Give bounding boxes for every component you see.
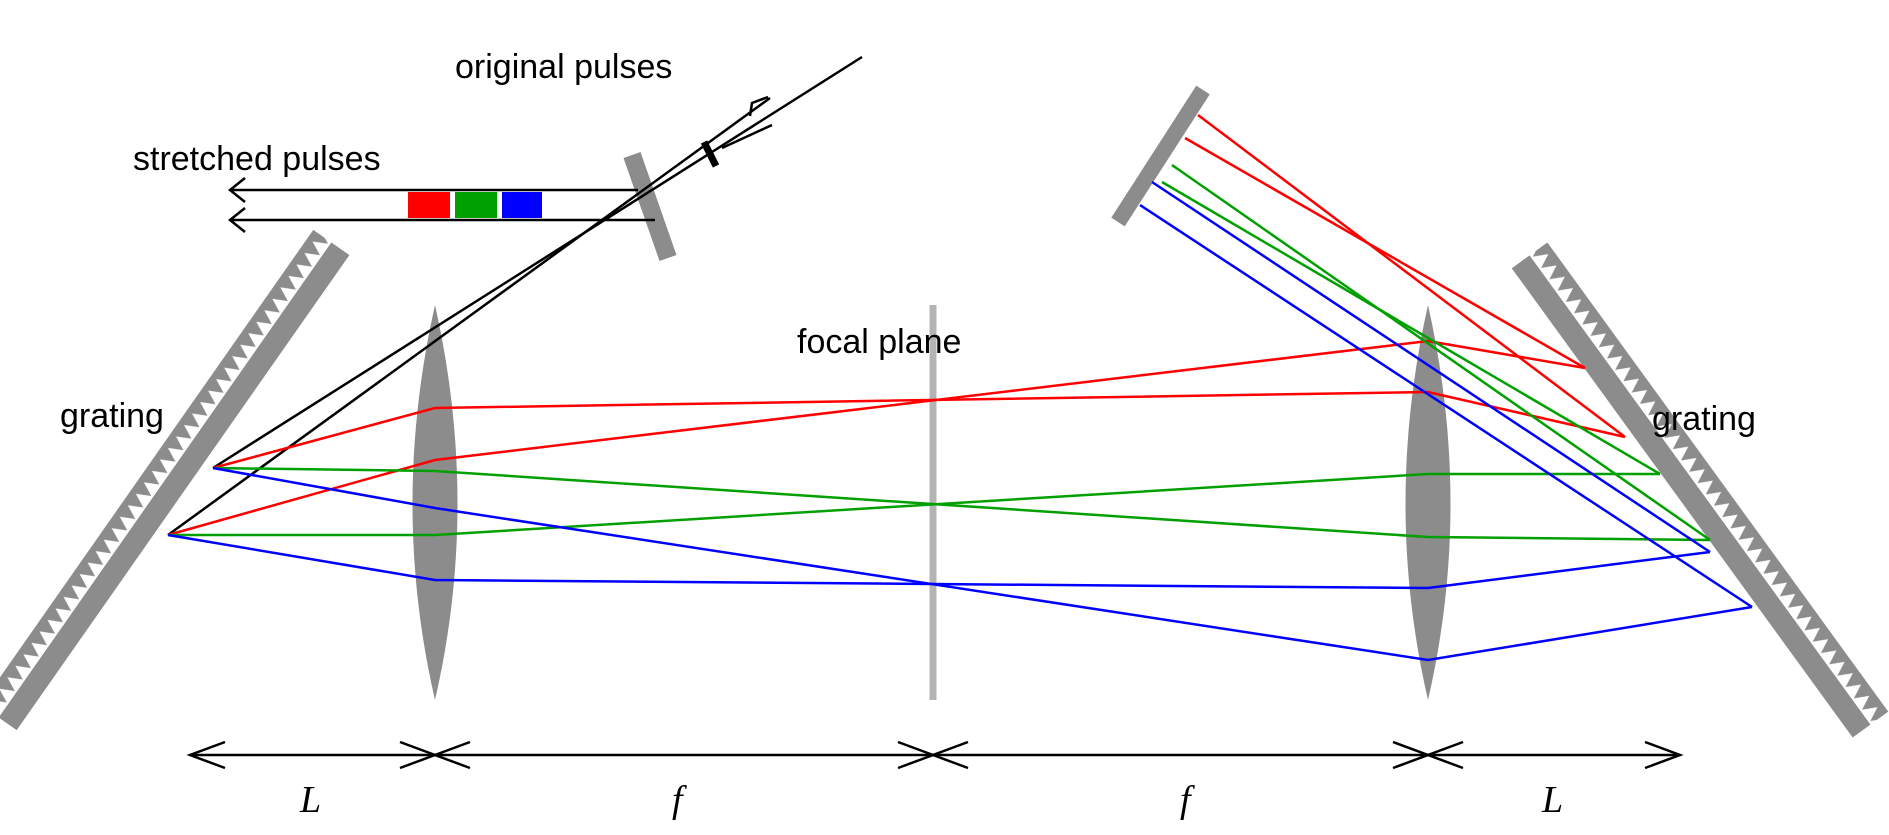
blue-rays <box>167 180 1753 662</box>
red-rays <box>167 114 1626 537</box>
dimension-label-f-right: f <box>1180 779 1195 821</box>
grating-left-label: grating <box>60 397 164 435</box>
pulse-marker <box>700 140 720 168</box>
left-grating <box>0 229 350 731</box>
right-grating <box>1511 242 1889 738</box>
dimension-label-L-left: L <box>299 779 321 821</box>
dimension-label-f-left: f <box>672 779 687 821</box>
left-lens <box>412 305 458 700</box>
right-lens <box>1405 305 1451 700</box>
fold-mirror <box>1111 85 1210 227</box>
focal-plane-label: focal plane <box>797 323 961 361</box>
grating-right-label: grating <box>1652 400 1756 438</box>
pickoff-mirror <box>623 152 677 261</box>
dimension-arrows <box>186 740 1684 770</box>
original-pulses-label: original pulses <box>455 48 672 86</box>
input-beams <box>167 55 863 537</box>
dimension-label-L-right: L <box>1541 779 1563 821</box>
stretched-pulses-label: stretched pulses <box>133 140 381 178</box>
green-rays <box>168 163 1711 542</box>
stretched-pulse-bars <box>408 192 542 218</box>
